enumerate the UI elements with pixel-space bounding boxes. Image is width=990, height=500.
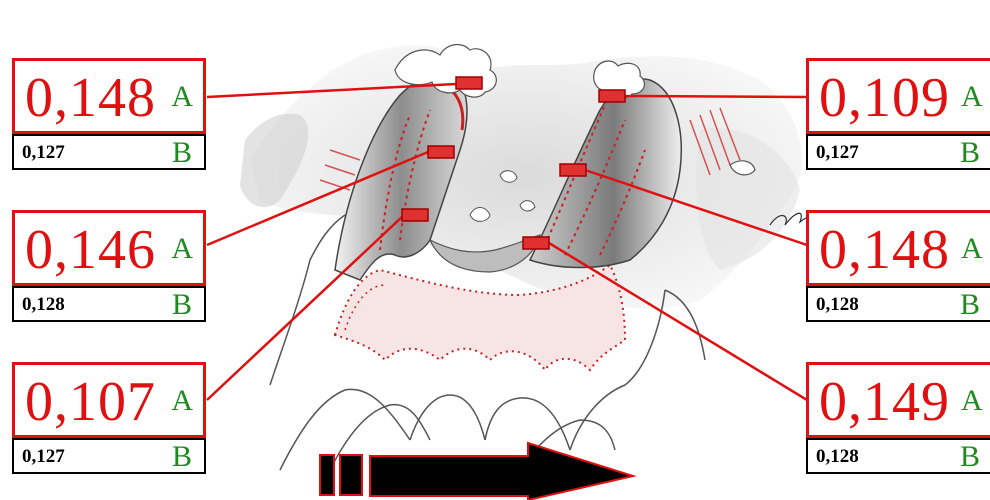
site-marker-4 bbox=[599, 90, 625, 102]
measurement-a-label: A bbox=[961, 383, 983, 419]
pulp-region bbox=[335, 265, 625, 370]
measurement-a-value: 0,107 bbox=[25, 365, 156, 439]
direction-arrow-icon bbox=[320, 443, 633, 500]
measurement-a-box: 0,146 A bbox=[12, 210, 206, 286]
site-marker-1 bbox=[456, 77, 482, 89]
measurement-b-value: 0,127 bbox=[22, 444, 65, 470]
measurement-a-box: 0,109 A bbox=[806, 58, 990, 134]
measurement-b-value: 0,127 bbox=[22, 140, 65, 166]
measurement-b-box: 0,127 B bbox=[12, 134, 206, 170]
site-marker-3 bbox=[402, 209, 428, 221]
measurement-b-box: 0,127 B bbox=[12, 438, 206, 474]
measurement-b-label: B bbox=[960, 137, 980, 169]
measurement-b-label: B bbox=[172, 441, 192, 473]
measurement-a-value: 0,146 bbox=[25, 213, 156, 287]
measurement-a-label: A bbox=[961, 231, 983, 267]
measurement-a-box: 0,107 A bbox=[12, 362, 206, 438]
background-wash bbox=[240, 45, 802, 308]
measurement-a-box: 0,148 A bbox=[806, 210, 990, 286]
site-marker-6 bbox=[523, 237, 549, 249]
measurement-b-box: 0,128 B bbox=[12, 286, 206, 322]
measurement-a-value: 0,148 bbox=[25, 61, 156, 135]
measurement-a-value: 0,109 bbox=[819, 61, 950, 135]
leader-line-4 bbox=[624, 96, 807, 97]
measurement-a-value: 0,149 bbox=[819, 365, 950, 439]
measurement-a-label: A bbox=[171, 383, 193, 419]
measurement-a-label: A bbox=[171, 231, 193, 267]
site-marker-2 bbox=[428, 146, 454, 158]
measurement-b-label: B bbox=[960, 441, 980, 473]
measurement-a-value: 0,148 bbox=[819, 213, 950, 287]
site-marker-5 bbox=[560, 164, 586, 176]
measurement-b-box: 0,128 B bbox=[806, 286, 990, 322]
measurement-b-label: B bbox=[960, 289, 980, 321]
measurement-b-label: B bbox=[172, 137, 192, 169]
measurement-a-box: 0,148 A bbox=[12, 58, 206, 134]
measurement-a-label: A bbox=[171, 79, 193, 115]
measurement-b-box: 0,128 B bbox=[806, 438, 990, 474]
measurement-a-box: 0,149 A bbox=[806, 362, 990, 438]
measurement-b-value: 0,128 bbox=[816, 444, 859, 470]
measurement-b-value: 0,128 bbox=[22, 292, 65, 318]
measurement-b-label: B bbox=[172, 289, 192, 321]
measurement-a-label: A bbox=[961, 79, 983, 115]
measurement-b-value: 0,128 bbox=[816, 292, 859, 318]
measurement-b-value: 0,127 bbox=[816, 140, 859, 166]
measurement-b-box: 0,127 B bbox=[806, 134, 990, 170]
